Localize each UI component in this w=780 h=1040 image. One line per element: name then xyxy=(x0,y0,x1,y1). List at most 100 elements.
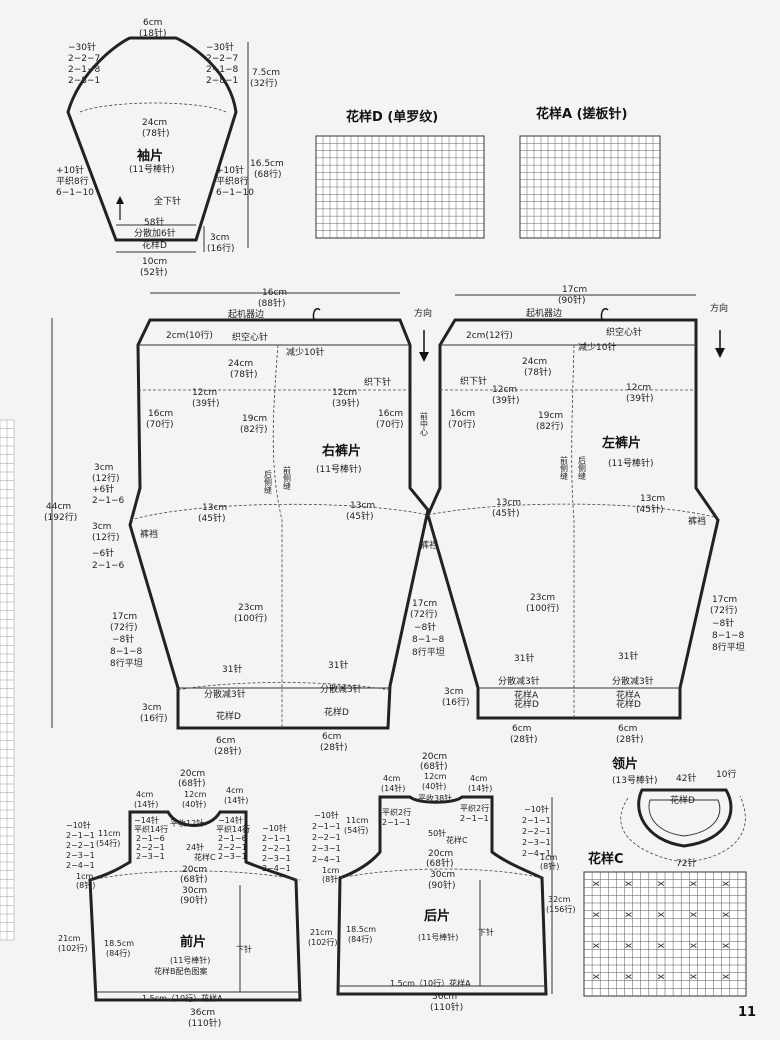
back-armh-l-2: 2−1−1 xyxy=(312,822,341,831)
lp-h13b-cm: 13cm xyxy=(640,494,665,504)
back-b1cm-l: 1cm xyxy=(322,866,339,875)
front-b1cm: 1cm xyxy=(76,872,93,881)
back-armh-l-3: 2−2−1 xyxy=(312,833,341,842)
lp-patt-b1: 花样A xyxy=(616,689,641,701)
rp-h12a-cm: 12cm xyxy=(192,388,217,398)
lp-hollow: 织空心针 xyxy=(606,326,642,338)
rp-leg-l-5: 8行平坦 xyxy=(110,657,143,669)
rp-width-st: (88针) xyxy=(258,297,285,309)
back-neck-l-2: 2−1−1 xyxy=(382,818,411,827)
back-bot-cm: 36cm xyxy=(432,992,457,1002)
rp-h13a-cm: 13cm xyxy=(202,503,227,513)
sleeve-cap-right-2: 2−2−7 xyxy=(206,54,238,64)
rp-down-st: 织下针 xyxy=(364,376,391,388)
lp-inseam-row: (100行) xyxy=(526,602,559,614)
lp-patt-a1: 花样A xyxy=(514,689,539,701)
lp-cuff-cm: 3cm xyxy=(444,687,463,697)
front-armh-r-2: 2−1−1 xyxy=(262,834,291,843)
front-armh-l-3: 2−2−1 xyxy=(66,841,95,850)
front-neck-r-5: 2−3−1 xyxy=(218,852,247,861)
back-body-cm: 21cm xyxy=(310,928,333,937)
rp-crotch-bot-4: 2−1−6 xyxy=(92,561,125,571)
back-sh-l-cm: 4cm xyxy=(383,774,400,783)
front-neck-r-1: −14针 xyxy=(218,815,243,825)
lp-leg-r-1: 17cm xyxy=(712,595,737,605)
rp-leg-l-4: 8−1−8 xyxy=(110,647,143,657)
front-neck-r-4: 2−2−1 xyxy=(218,843,247,852)
front-armh-r-4: 2−3−1 xyxy=(262,854,291,863)
rp-leg-r-5: 8行平坦 xyxy=(412,646,445,658)
back-neck-r-2: 2−1−1 xyxy=(460,814,489,823)
front-chest-st: (90针) xyxy=(180,894,207,906)
front-bot-st: (110针) xyxy=(188,1017,221,1029)
collar-piece: 领片 (13号棒针) 42针 10行 花样D 72针 xyxy=(612,756,746,869)
rp-c19-cm: 19cm xyxy=(242,414,267,424)
lp-bot-a-st: (28针) xyxy=(510,733,537,745)
lp-c19-row: (82行) xyxy=(536,420,563,432)
sleeve-inc-left-2: 平织8行 xyxy=(56,175,89,187)
back-piece: 20cm (68针) 4cm (14针) 12cm (40针) 4cm (14针… xyxy=(308,752,576,1013)
sleeve-width-st: (78针) xyxy=(142,127,169,139)
sleeve-st58: 58针 xyxy=(144,216,164,228)
pattern-c-chart: 花样C xyxy=(583,851,747,997)
lp-patt-a2: 花样D xyxy=(514,698,539,710)
front-down: 下针 xyxy=(236,944,252,954)
lp-h13b-st: (45针) xyxy=(636,503,663,515)
lp-width-st: (90针) xyxy=(558,294,585,306)
rp-rise-l-cm: 16cm xyxy=(148,409,173,419)
lp-leg-r-2: (72行) xyxy=(710,604,737,616)
front-armh-l-4: 2−3−1 xyxy=(66,851,95,860)
back-armh-l-5: 2−4−1 xyxy=(312,855,341,864)
sleeve-inc-right-3: 6−1−10 xyxy=(216,188,254,198)
front-top-st: (68针) xyxy=(178,777,205,789)
back-mid-st: (68针) xyxy=(426,857,453,869)
front-sh-l-st: (14针) xyxy=(134,799,158,809)
front-body-cm: 21cm xyxy=(58,934,81,943)
sleeve-spread-inc: 分散加6针 xyxy=(134,227,176,239)
rp-total-cm: 44cm xyxy=(46,502,71,512)
lp-down-st: 织下针 xyxy=(460,375,487,387)
back-top-st: (68针) xyxy=(420,760,447,772)
rp-leg-l-3: −8针 xyxy=(112,633,134,645)
lp-h12a-cm: 12cm xyxy=(492,385,517,395)
rp-crotch-top-1: 3cm xyxy=(94,463,113,473)
rp-leg-r-2: (72行) xyxy=(410,608,437,620)
back-armh-r-1: −10针 xyxy=(524,804,549,814)
rp-total-row: (192行) xyxy=(44,511,77,523)
sleeve-piece: 6cm (18针) −30针 2−2−7 2−1−8 2−8−1 −30针 2−… xyxy=(56,18,284,278)
lp-h12b-cm: 12cm xyxy=(626,383,651,393)
back-st50: 50针 xyxy=(428,828,446,838)
lp-title: 左裤片 xyxy=(602,435,641,451)
front-top-cm: 20cm xyxy=(180,769,205,779)
lp-spread-dec-b: 分散减3针 xyxy=(612,675,654,687)
back-neck-cm: 12cm xyxy=(424,772,447,781)
sleeve-top-st: (18针) xyxy=(139,27,166,39)
collar-patt: 花样D xyxy=(670,794,695,806)
rp-bot-a-cm: 6cm xyxy=(216,736,235,746)
front-armh-r-3: 2−2−1 xyxy=(262,844,291,853)
lp-bot-a-cm: 6cm xyxy=(512,724,531,734)
lp-bot-b-st: (28针) xyxy=(616,733,643,745)
lp-spread-dec-a: 分散减3针 xyxy=(498,675,540,687)
lp-direction: 方向 xyxy=(710,302,728,314)
lp-gusset: 裤裆 xyxy=(688,515,706,527)
rp-crotch-top-3: +6针 xyxy=(92,483,114,495)
front-mid-st: (68针) xyxy=(180,873,207,885)
front-neck-l-1: −14针 xyxy=(134,815,159,825)
rp-crotch-bot-1: 3cm xyxy=(92,522,111,532)
pattern-c-title: 花样C xyxy=(588,851,624,867)
back-down: 下针 xyxy=(478,927,494,937)
back-neck-r-1: 平织2行 xyxy=(460,803,489,813)
rp-waist: 2cm(10行) xyxy=(166,329,213,341)
rp-direction: 方向 xyxy=(414,307,432,319)
back-sh-l-st: (14针) xyxy=(381,783,405,793)
back-b1cm-r: 1cm xyxy=(540,853,557,862)
rp-spread-dec-b: 分散减3针 xyxy=(320,683,362,695)
sleeve-cuff-cm: 3cm xyxy=(210,233,229,243)
front-neck-cm: 12cm xyxy=(184,790,207,799)
lp-patt-b2: 花样D xyxy=(616,698,641,710)
front-pattc: 花样C xyxy=(194,852,216,862)
lp-waist: 2cm(12行) xyxy=(466,329,513,341)
rp-patt-a: 花样D xyxy=(216,710,241,722)
front-neck-bind: 平收12针 xyxy=(170,818,204,828)
